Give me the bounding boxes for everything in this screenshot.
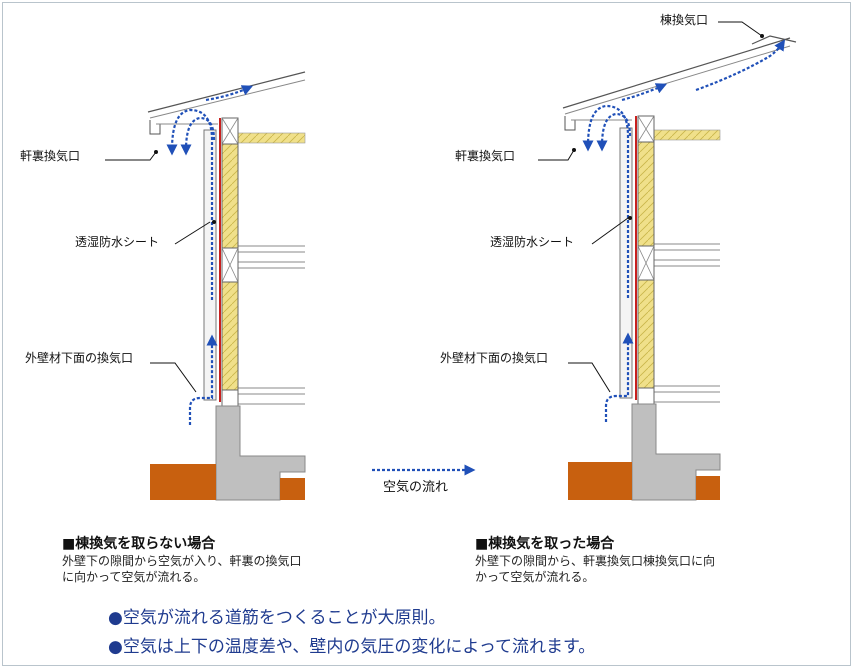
left-wall-section <box>105 71 306 501</box>
right-insulation-upper <box>637 141 655 247</box>
right-membrane-label: 透湿防水シート <box>490 235 575 249</box>
left-ground <box>150 464 216 500</box>
left-roof <box>147 71 306 135</box>
right-roof <box>562 35 797 131</box>
bullet-2-text: 空気は上下の温度差や、壁内の気圧の変化によって流れます。 <box>122 637 596 657</box>
left-caption-line-2: に向かって空気が流れる。 <box>62 570 206 584</box>
left-ceiling-insulation <box>237 132 306 144</box>
left-siding <box>203 129 217 401</box>
left-floor-lines <box>238 245 305 405</box>
right-caption-line-1: 外壁下の隙間から、軒裏換気口棟換気口に向 <box>475 554 716 568</box>
right-foundation <box>631 403 721 501</box>
right-wall-section <box>538 21 797 501</box>
right-airflow-arrows <box>582 39 786 422</box>
left-insulation-lower <box>221 281 239 391</box>
left-leaders <box>105 151 211 393</box>
right-caption-line-2: かって空気が流れる。 <box>475 570 595 584</box>
bullet-dot-icon: ● <box>108 608 123 628</box>
right-ridge-cap <box>751 35 797 45</box>
right-ground <box>568 462 632 500</box>
right-caption-body: 外壁下の隙間から、軒裏換気口棟換気口に向 かって空気が流れる。 <box>475 553 715 585</box>
bullet-dot-icon: ● <box>108 637 123 657</box>
left-airflow-arrows <box>166 85 254 425</box>
bullet-1: ●空気が流れる道筋をつくることが大原則。 <box>108 603 446 628</box>
right-eave-vent-label: 軒裏換気口 <box>455 149 516 163</box>
left-caption-line-1: 外壁下の隙間から空気が入り、軒裏の換気口 <box>62 554 302 568</box>
right-siding <box>619 127 633 399</box>
right-sill <box>637 387 655 405</box>
left-sill <box>221 389 239 407</box>
left-caption-body: 外壁下の隙間から空気が入り、軒裏の換気口 に向かって空気が流れる。 <box>62 553 302 585</box>
left-caption-title: ■棟換気を取らない場合 <box>62 536 216 552</box>
right-ridge-vent-label: 棟換気口 <box>660 13 709 27</box>
bullet-2: ●空気は上下の温度差や、壁内の気圧の変化によって流れます。 <box>108 632 595 657</box>
bullet-1-text: 空気が流れる道筋をつくることが大原則。 <box>122 608 446 628</box>
left-membrane-label: 透湿防水シート <box>75 235 160 249</box>
right-floor-lines <box>654 243 720 403</box>
left-foundation <box>215 405 306 501</box>
left-insulation-upper <box>221 143 239 249</box>
left-eave-vent-label: 軒裏換気口 <box>20 149 81 163</box>
legend-airflow-label: 空気の流れ <box>383 480 449 495</box>
right-bottom-vent-label: 外壁材下面の換気口 <box>440 351 549 365</box>
right-caption-title: ■棟換気を取った場合 <box>475 536 615 552</box>
right-insulation-lower <box>637 279 655 389</box>
right-ceiling-insulation <box>653 129 721 141</box>
left-bottom-vent-label: 外壁材下面の換気口 <box>25 351 134 365</box>
right-leaders <box>538 21 763 393</box>
